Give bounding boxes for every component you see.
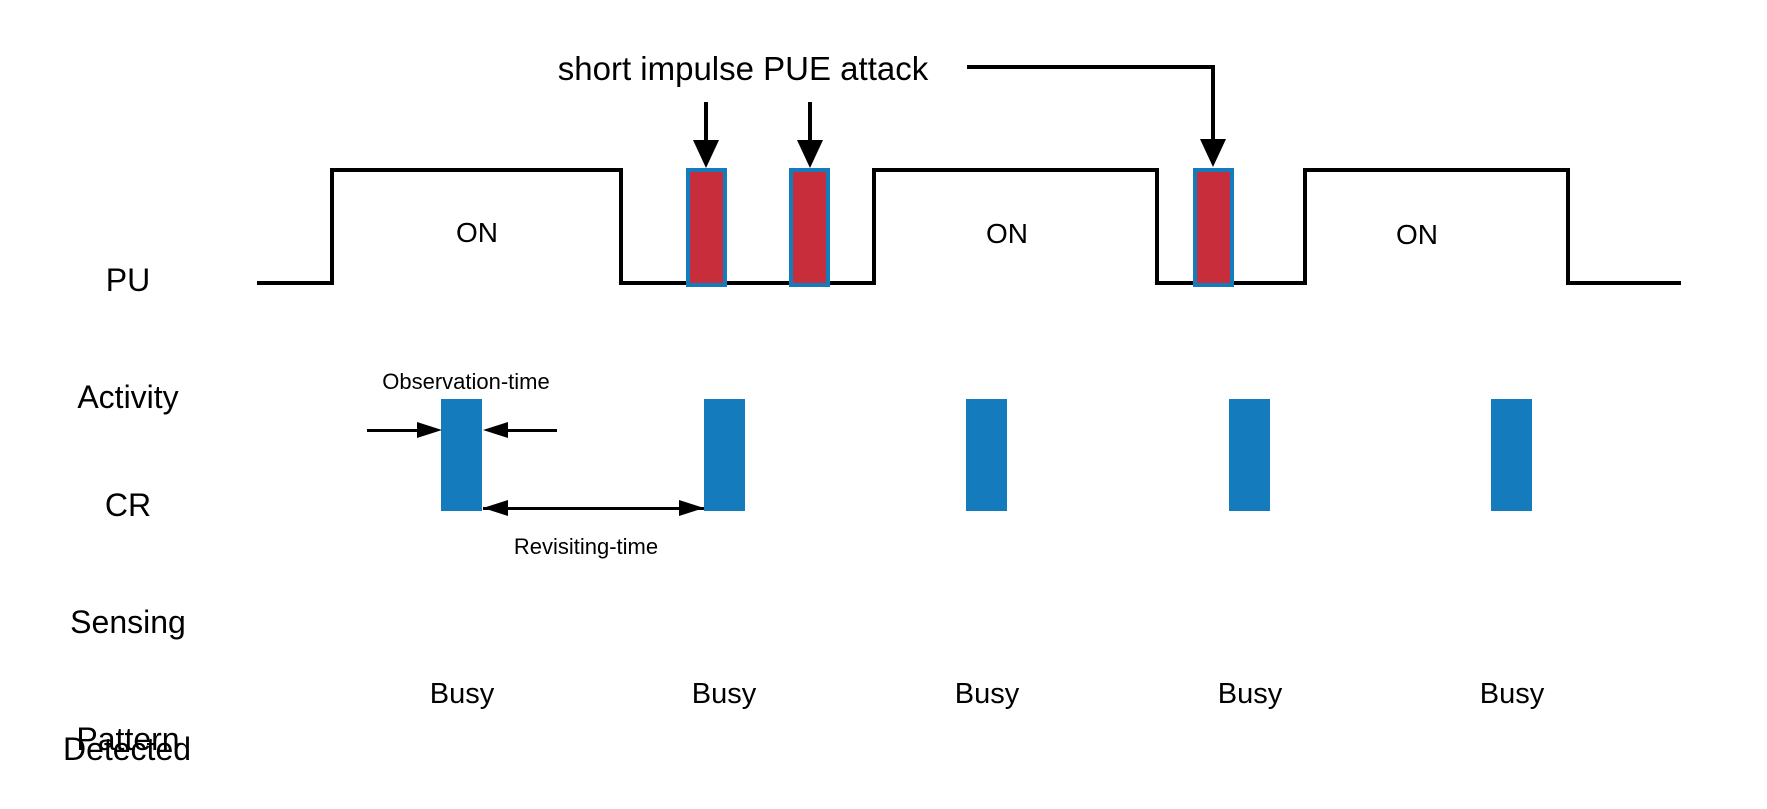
status-value-5: Busy — [1479, 678, 1545, 710]
waveform-rising-edge — [872, 168, 876, 285]
observation-arrow-right-line — [508, 429, 557, 432]
attack-arrow-1-head-icon — [693, 140, 719, 168]
waveform-baseline-segment — [257, 281, 334, 285]
cr-label-line1: CR — [104, 487, 152, 523]
waveform-baseline-segment — [1566, 281, 1681, 285]
sensing-bar-1 — [441, 399, 482, 511]
waveform-rising-edge — [1303, 168, 1307, 285]
attack-impulse-bar-3 — [1193, 168, 1234, 287]
sensing-bar-2 — [704, 399, 745, 511]
attack-arrow-2-shaft — [808, 102, 812, 142]
revisiting-arrow-right-head-icon — [679, 500, 704, 516]
attack-arrow-2-head-icon — [797, 140, 823, 168]
status-value-3: Busy — [954, 678, 1020, 710]
status-value-2: Busy — [691, 678, 757, 710]
attack-arrow-1-shaft — [704, 102, 708, 142]
attack-annotation-label: short impulse PUE attack — [557, 50, 929, 87]
status-value-1: Busy — [429, 678, 495, 710]
attack-impulse-bar-2 — [789, 168, 830, 287]
revisiting-time-label: Revisiting-time — [513, 534, 659, 559]
sensing-bar-3 — [966, 399, 1007, 511]
waveform-falling-edge — [1566, 168, 1570, 285]
observation-arrow-left-line — [367, 429, 418, 432]
cr-label-line2: Sensing — [70, 604, 186, 640]
detected-status-label: Detected status — [27, 652, 227, 809]
pu-activity-label-line1: PU — [105, 262, 151, 298]
on-label-1: ON — [456, 217, 498, 248]
cr-sensing-pattern-label: CR Sensing Pattern — [28, 408, 228, 809]
on-label-2: ON — [986, 218, 1028, 249]
pu-activity-label: PU Activity — [28, 183, 228, 495]
attack-connector-horizontal-line — [967, 65, 1215, 69]
observation-arrow-right-head-icon — [483, 422, 508, 438]
observation-arrow-left-head-icon — [417, 422, 442, 438]
attack-impulse-bar-1 — [686, 168, 727, 287]
pu-activity-label-line2: Activity — [77, 379, 179, 415]
revisiting-arrow-line — [483, 507, 704, 510]
detected-status-label-line1: Detected — [62, 731, 192, 767]
waveform-falling-edge — [619, 168, 623, 285]
cr-label-line3: Pattern — [76, 721, 180, 757]
on-label-3: ON — [1396, 219, 1438, 250]
revisiting-arrow-left-head-icon — [483, 500, 508, 516]
status-value-4: Busy — [1217, 678, 1283, 710]
waveform-on-top — [330, 168, 623, 172]
observation-time-label: Observation-time — [382, 369, 550, 394]
sensing-bar-4 — [1229, 399, 1270, 511]
waveform-on-top — [1303, 168, 1570, 172]
waveform-on-top — [872, 168, 1159, 172]
waveform-falling-edge — [1155, 168, 1159, 285]
waveform-rising-edge — [330, 168, 334, 285]
attack-connector-vertical-line — [1211, 65, 1215, 141]
sensing-bar-5 — [1491, 399, 1532, 511]
waveform-baseline-segment — [619, 281, 876, 285]
attack-connector-arrowhead-icon — [1200, 139, 1226, 167]
